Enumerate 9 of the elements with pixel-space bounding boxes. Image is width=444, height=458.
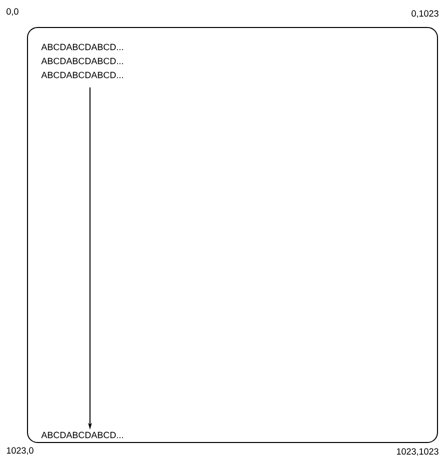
text-line: ABCDABCDABCD... — [41, 432, 123, 438]
text-line: ABCDABCDABCD... — [41, 58, 123, 64]
coordinate-label: 1023,0 — [6, 447, 34, 455]
coordinate-label: 1023,1023 — [396, 448, 438, 456]
coordinate-label: 0,0 — [6, 8, 18, 16]
text-line: ABCDABCDABCD... — [41, 44, 123, 50]
text-line: ABCDABCDABCD... — [41, 72, 123, 78]
coordinate-label: 0,1023 — [412, 10, 438, 18]
screen-frame — [27, 27, 438, 443]
